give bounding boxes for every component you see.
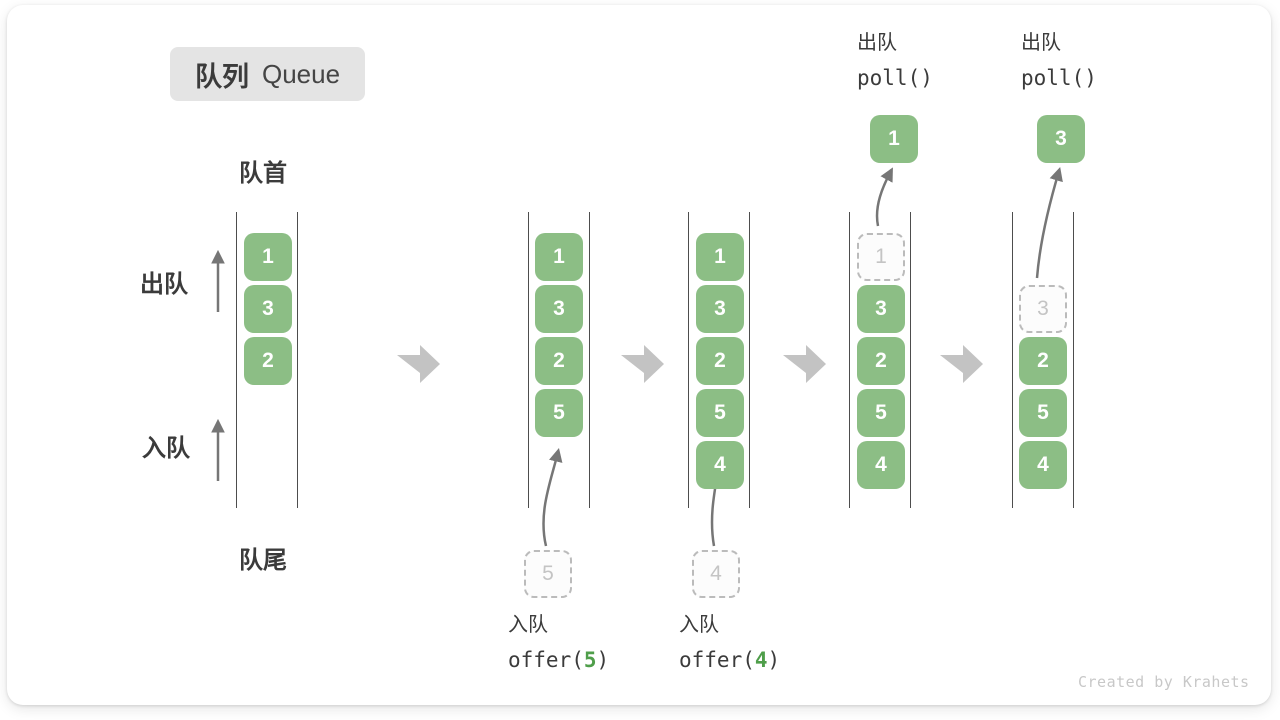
queue-box-2: 2 <box>535 337 583 385</box>
queue-front-label: 队首 <box>239 160 287 187</box>
polled-box-3: 3 <box>1037 115 1085 163</box>
title-zh: 队列 <box>195 61 249 92</box>
op-zh-label: 入队 <box>508 614 548 636</box>
queue-box-3: 3 <box>535 285 583 333</box>
dashed-box-3: 3 <box>1019 285 1067 333</box>
state-transition-arrow <box>783 344 827 384</box>
queue-rail-after-offer-5 <box>528 212 590 508</box>
state-transition-arrow <box>621 344 665 384</box>
state-transition-arrow <box>940 344 984 384</box>
queue-box-2: 2 <box>696 337 744 385</box>
staging-box-4: 4 <box>692 550 740 598</box>
queue-box-5: 5 <box>696 389 744 437</box>
queue-box-1: 1 <box>696 233 744 281</box>
queue-rear-label: 队尾 <box>239 547 287 574</box>
queue-box-2: 2 <box>1019 337 1067 385</box>
op-code-label: offer(4) <box>679 648 781 672</box>
queue-rail-after-offer-4 <box>688 212 750 508</box>
op-enqueue-offer-4: 入队 offer(4) <box>679 610 780 675</box>
queue-box-2: 2 <box>857 337 905 385</box>
op-code-label: offer(5) <box>508 648 610 672</box>
queue-rail-after-poll-1 <box>849 212 911 508</box>
op-code-label: poll() <box>1021 66 1097 90</box>
title-box: 队列 Queue <box>170 47 366 101</box>
polled-box-1: 1 <box>870 115 918 163</box>
op-dequeue-poll-3: 出队 poll() <box>1021 28 1097 93</box>
queue-box-3: 3 <box>857 285 905 333</box>
staging-box-5: 5 <box>524 550 572 598</box>
dequeue-side-label: 出队 <box>140 271 188 298</box>
state-transition-arrow <box>397 344 441 384</box>
op-code-arg: 5 <box>583 648 597 672</box>
queue-box-3: 3 <box>244 285 292 333</box>
dashed-box-1: 1 <box>857 233 905 281</box>
queue-box-5: 5 <box>535 389 583 437</box>
enqueue-side-label: 入队 <box>142 435 190 462</box>
queue-box-4: 4 <box>696 441 744 489</box>
queue-rail-after-poll-3 <box>1012 212 1074 508</box>
watermark: Created by Krahets <box>1078 673 1250 691</box>
queue-box-1: 1 <box>244 233 292 281</box>
op-zh-label: 出队 <box>1021 32 1061 54</box>
queue-box-5: 5 <box>1019 389 1067 437</box>
queue-box-5: 5 <box>857 389 905 437</box>
queue-box-4: 4 <box>1019 441 1067 489</box>
op-zh-label: 出队 <box>857 32 897 54</box>
queue-box-1: 1 <box>535 233 583 281</box>
queue-box-4: 4 <box>857 441 905 489</box>
op-enqueue-offer-5: 入队 offer(5) <box>508 610 609 675</box>
queue-rail-initial <box>236 212 298 508</box>
op-code-arg: 4 <box>754 648 768 672</box>
op-dequeue-poll-1: 出队 poll() <box>857 28 933 93</box>
queue-box-3: 3 <box>696 285 744 333</box>
op-code-label: poll() <box>857 66 933 90</box>
title-en: Queue <box>262 58 341 89</box>
queue-box-2: 2 <box>244 337 292 385</box>
op-zh-label: 入队 <box>679 614 719 636</box>
